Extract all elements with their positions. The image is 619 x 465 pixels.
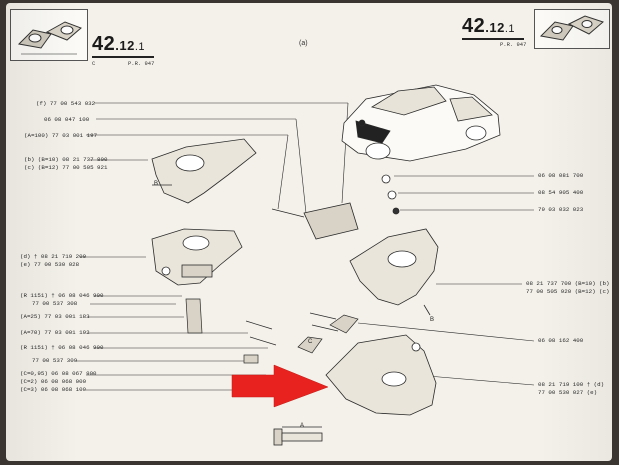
suspension-thumbnail-icon xyxy=(17,21,82,55)
part-label: (C=2) 06 08 068 000 xyxy=(20,378,87,385)
right-code-left: P.R. 947 xyxy=(128,60,155,67)
part-label: 06 08 047 100 xyxy=(44,116,90,123)
part-label: 06 08 081 700 xyxy=(538,172,584,179)
svg-text:B: B xyxy=(154,181,158,187)
catalog-page: 42.12.1 C P.R. 947 42.12.1 P.R. 947 (a) … xyxy=(6,3,612,461)
car-illustration xyxy=(341,84,501,162)
part-label: (c) (B=12) 77 00 505 921 xyxy=(24,164,108,171)
part-label: 08 54 905 400 xyxy=(538,189,584,196)
part-label: 08 21 719 100 † (d) xyxy=(538,381,605,388)
figure-letter: (a) xyxy=(299,40,308,47)
part-label: (C=0,95) 06 08 067 900 xyxy=(20,370,97,377)
part-label: (f) 77 00 543 032 xyxy=(36,100,96,107)
part-label: (R 1151) † 06 08 046 900 xyxy=(20,344,104,351)
part-label: (d) † 08 21 719 200 xyxy=(20,253,87,260)
part-label: 08 21 737 700 (B=10) (b) xyxy=(526,280,610,287)
part-label: 06 08 162 400 xyxy=(538,337,584,344)
part-label: (R 1151) † 06 08 046 900 xyxy=(20,292,104,299)
header-thumbnail-left xyxy=(10,9,88,61)
exploded-view-drawing: A B B C xyxy=(76,84,535,446)
part-label: (e) 77 00 530 028 xyxy=(20,261,80,268)
svg-text:B: B xyxy=(430,317,434,323)
part-label: (b) (B=10) 08 21 737 800 xyxy=(24,156,108,163)
part-label: (A=70) 77 03 001 192 xyxy=(20,329,90,336)
suspension-thumbnail-icon xyxy=(539,15,604,41)
left-code: C xyxy=(92,60,96,67)
part-label: (A=100) 77 03 001 197 xyxy=(24,132,98,139)
part-label: 77 00 537 308 xyxy=(32,300,78,307)
part-label: 79 03 032 023 xyxy=(538,206,584,213)
part-label: 77 00 505 920 (B=12) (c) xyxy=(526,288,610,295)
svg-text:C: C xyxy=(308,339,313,345)
right-code: P.R. 947 xyxy=(500,41,527,48)
part-label: 77 00 537 309 xyxy=(32,357,78,364)
page-number-underline-left xyxy=(92,56,154,58)
part-label: (C=3) 06 08 068 100 xyxy=(20,386,87,393)
svg-text:A: A xyxy=(300,423,304,429)
highlight-arrow-icon xyxy=(231,364,329,408)
part-label: (A=25) 77 03 001 183 xyxy=(20,313,90,320)
page-number-right: 42.12.1 xyxy=(462,15,516,37)
header-thumbnail-right xyxy=(534,9,610,49)
part-label: 77 00 530 027 (e) xyxy=(538,389,598,396)
page-number-underline-right xyxy=(462,38,524,40)
page-number-left: 42.12.1 xyxy=(92,33,146,55)
